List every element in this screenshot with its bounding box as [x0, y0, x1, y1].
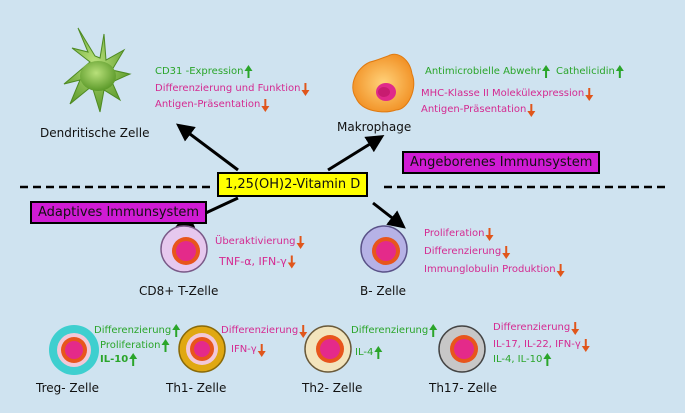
down-arrow-icon — [257, 344, 266, 357]
th2-cell-name: Th2- Zelle — [302, 381, 363, 395]
treg-cell-name: Treg- Zelle — [36, 381, 100, 395]
th1-effect-differentiation: Differenzierung — [221, 325, 299, 336]
b-cell-name: B- Zelle — [360, 284, 407, 298]
up-arrow-icon — [161, 339, 170, 352]
down-arrow-icon — [527, 104, 536, 117]
up-arrow-icon — [543, 353, 552, 366]
macrophage-icon — [352, 53, 415, 113]
cd8-effect-cytokines: TNF-α, IFN-γ — [219, 255, 287, 268]
th17-effect-il4-il10: IL-4, IL-10 — [493, 354, 543, 365]
down-arrow-icon — [296, 236, 305, 249]
vitamin-d-center-box: 1,25(OH)2-Vitamin D — [217, 172, 369, 197]
treg-effect-il10: IL-10 — [100, 354, 129, 365]
up-arrow-icon — [172, 324, 181, 337]
th1-cell-icon — [178, 325, 226, 373]
cd8-effect-overactivation: Überaktivierung — [215, 236, 296, 247]
th17-cell-name: Th17- Zelle — [429, 381, 498, 395]
treg-cell-icon — [49, 325, 99, 375]
arrow-to-dendritic — [176, 123, 239, 172]
down-arrow-icon — [287, 255, 296, 269]
up-arrow-icon — [244, 65, 253, 78]
innate-immune-badge: Angeborenes Immunsystem — [402, 151, 601, 174]
down-arrow-icon — [261, 99, 270, 112]
dendritic-cell-icon — [63, 27, 132, 113]
th2-cell-icon — [304, 325, 352, 373]
down-arrow-icon — [556, 264, 565, 277]
down-arrow-icon — [502, 246, 511, 259]
th2-effect-differentiation: Differenzierung — [351, 325, 429, 336]
up-arrow-icon — [429, 324, 438, 337]
macrophage-effect-antimicrobial: Antimicrobielle Abwehr — [425, 66, 542, 77]
down-arrow-icon — [299, 325, 308, 338]
down-arrow-icon — [585, 88, 594, 101]
dendritic-effect-cd31: CD31 -Expression — [155, 66, 244, 77]
treg-effect-proliferation: Proliferation — [100, 340, 161, 351]
macrophage-effect-cathelicidin: Cathelicidin — [556, 66, 615, 77]
down-arrow-icon — [581, 339, 590, 352]
up-arrow-icon — [615, 65, 624, 78]
arrow-to-macrophage — [327, 135, 385, 172]
arrow-to-bcell — [372, 201, 406, 229]
th17-effect-differentiation: Differenzierung — [493, 322, 571, 333]
bcell-effect-immunoglobulin: Immunglobulin Produktion — [424, 264, 556, 275]
bcell-effect-differentiation: Differenzierung — [424, 246, 502, 257]
down-arrow-icon — [485, 228, 494, 241]
macrophage-effect-antigen: Antigen-Präsentation — [421, 104, 527, 115]
down-arrow-icon — [571, 322, 580, 335]
th2-effect-il4: IL-4 — [355, 347, 374, 358]
th17-cell-icon — [438, 325, 486, 373]
macrophage-name: Makrophage — [337, 120, 412, 134]
up-arrow-icon — [542, 65, 551, 78]
b-cell-icon — [360, 225, 408, 273]
dendritic-effect-antigen: Antigen-Präsentation — [155, 99, 261, 110]
bcell-effect-proliferation: Proliferation — [424, 228, 485, 239]
dendritic-effect-differentiation: Differenzierung und Funktion — [155, 83, 301, 94]
macrophage-effect-mhc: MHC-Klasse II Molekülexpression — [421, 88, 585, 99]
th1-effect-ifn: IFN-γ — [231, 344, 257, 355]
up-arrow-icon — [129, 353, 138, 366]
adaptive-immune-badge: Adaptives Immunsystem — [30, 201, 208, 224]
th1-cell-name: Th1- Zelle — [166, 381, 227, 395]
treg-effect-differentiation: Differenzierung — [94, 325, 172, 336]
dendritic-cell-name: Dendritische Zelle — [40, 126, 150, 140]
th17-effect-cytokines: IL-17, IL-22, IFN-γ — [493, 339, 581, 350]
cd8-t-cell-icon — [160, 225, 208, 273]
cd8-t-cell-name: CD8+ T-Zelle — [139, 284, 219, 298]
up-arrow-icon — [374, 346, 383, 359]
down-arrow-icon — [301, 83, 310, 96]
